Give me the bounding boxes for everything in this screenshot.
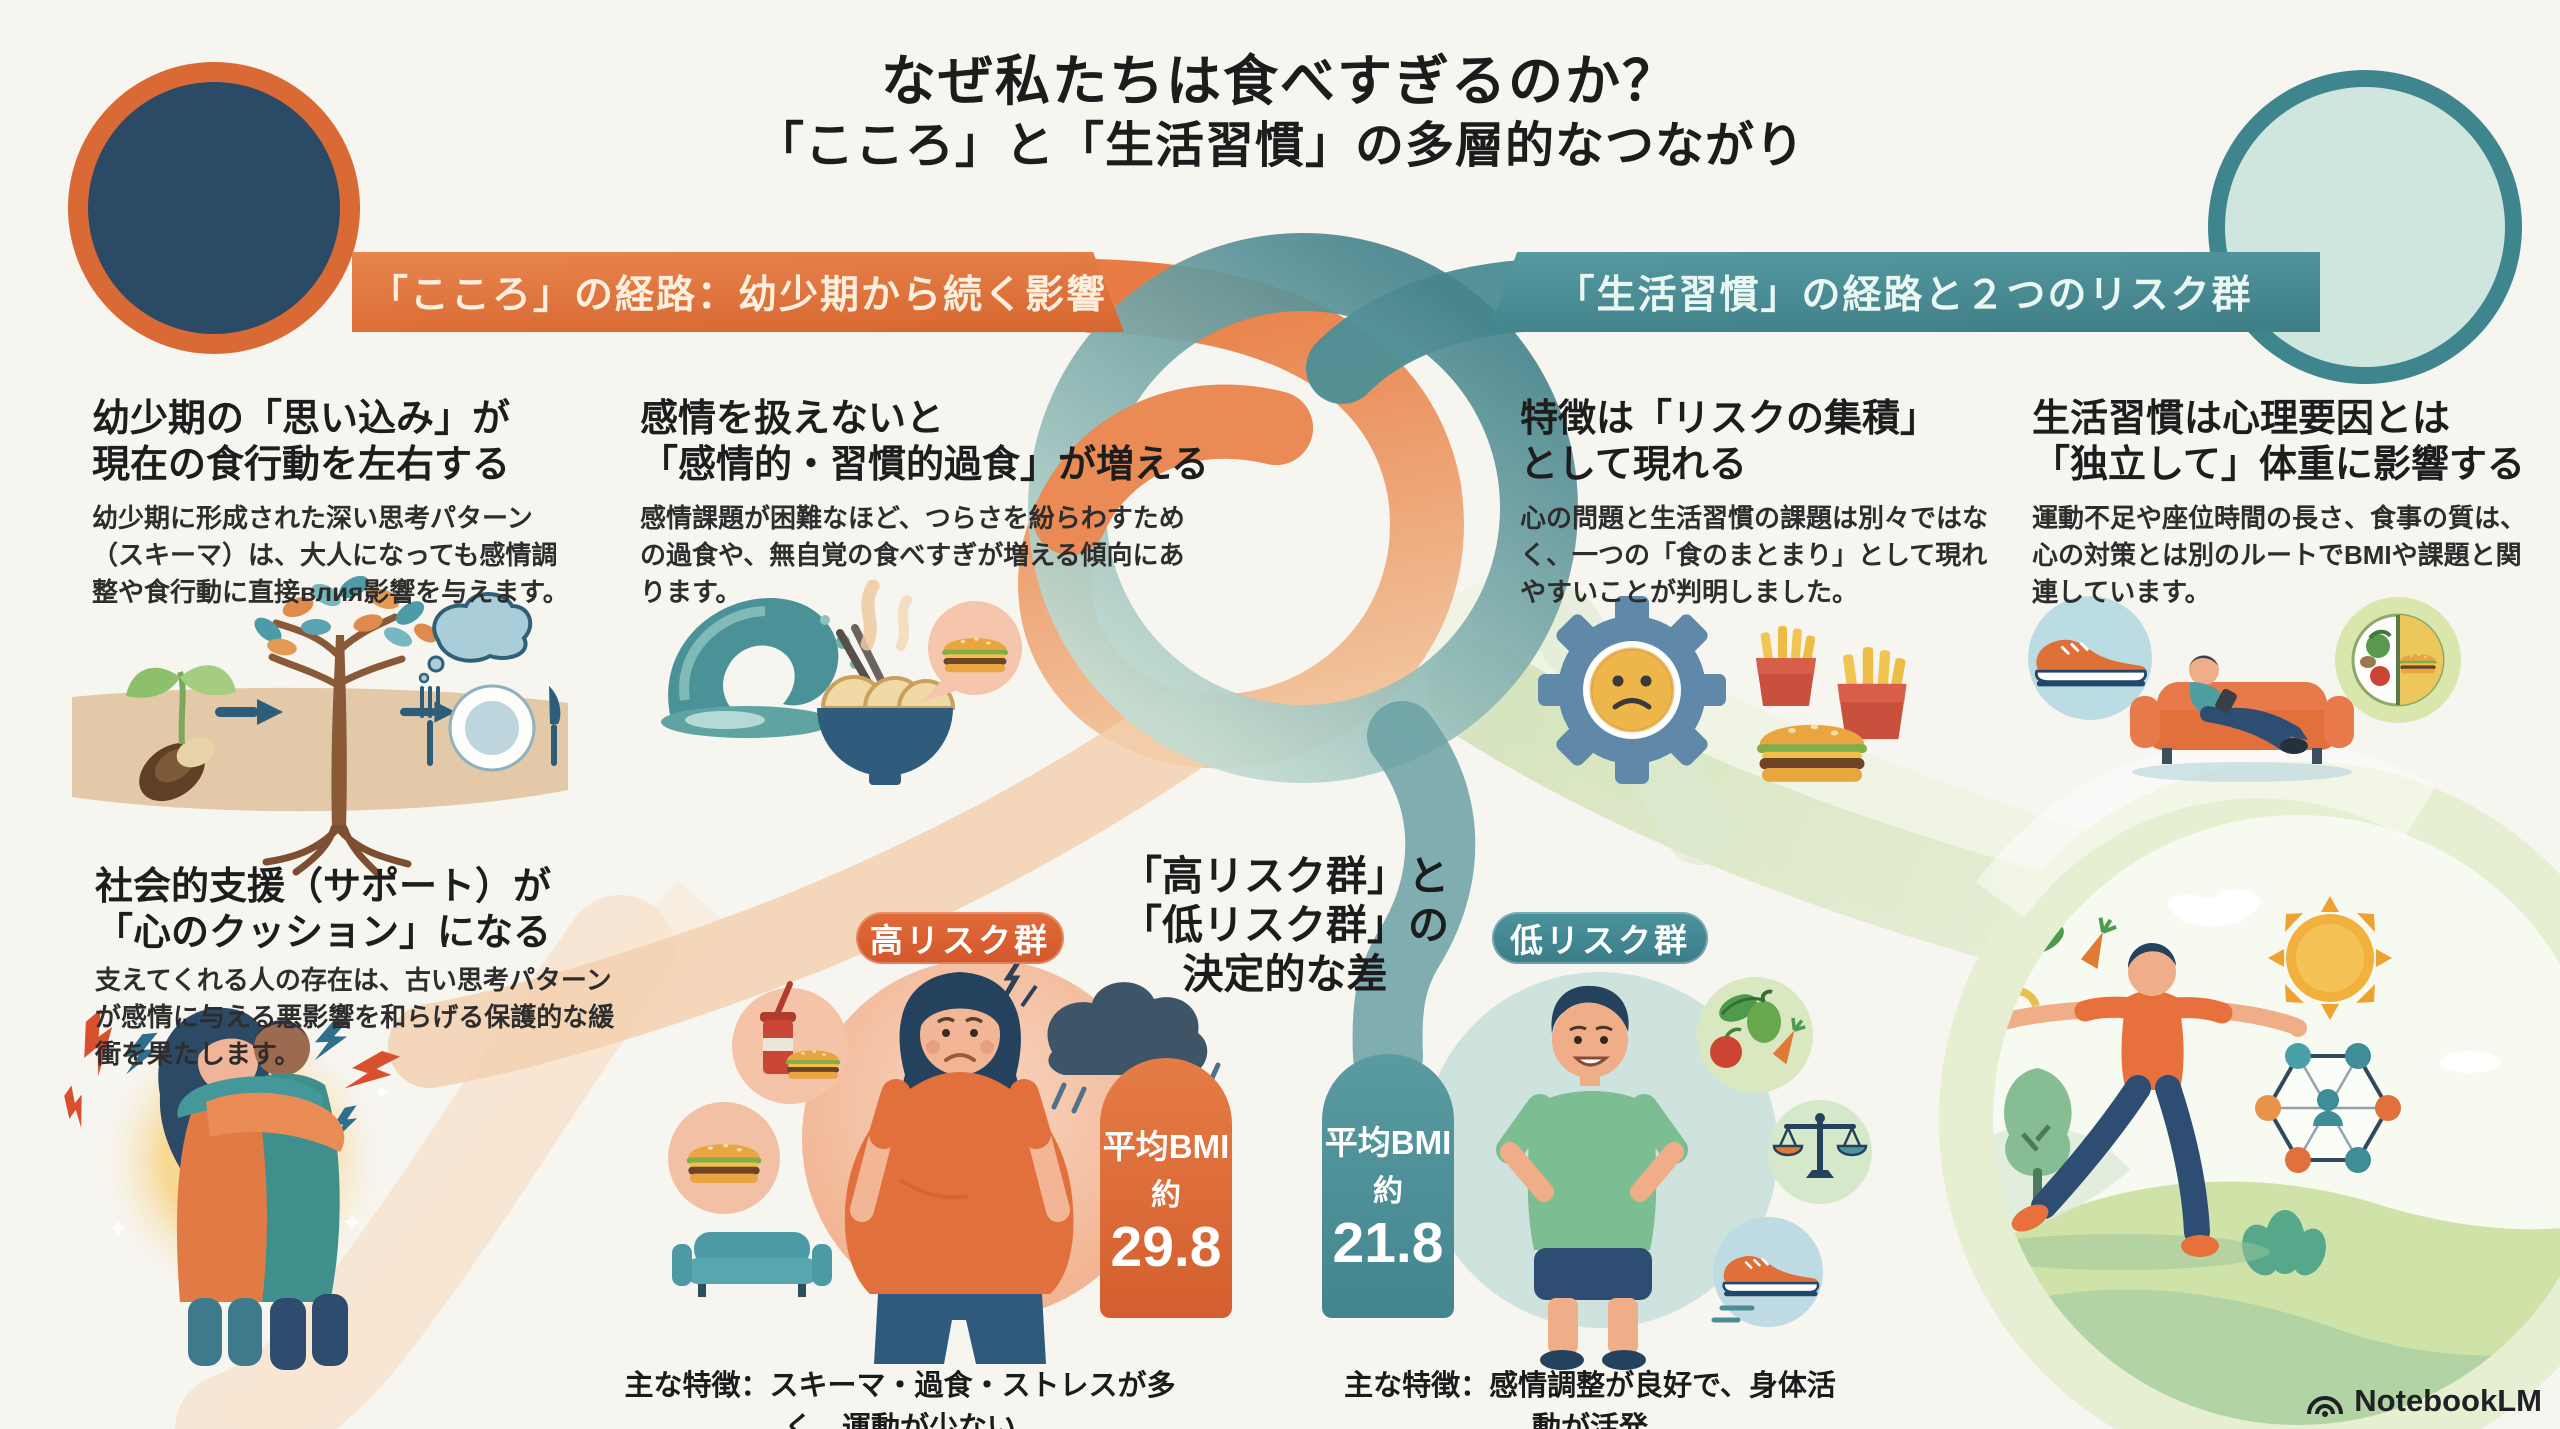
orange-ribbon-over <box>1033 384 1313 555</box>
tree-with-roots-icon <box>254 575 438 876</box>
burger-bubble-icon <box>922 601 1022 702</box>
hugging-couple <box>158 1007 348 1370</box>
burger-icon <box>1757 724 1867 782</box>
sun-icon <box>2268 896 2392 1020</box>
network-icon <box>2255 1043 2401 1173</box>
cloud-icon <box>2168 890 2500 1073</box>
seed-icon <box>126 665 236 802</box>
lifestyle-badge <box>2208 70 2522 384</box>
bush-icon <box>2242 1210 2326 1276</box>
support-heading: 社会的支援（サポート）が 「心のクッション」になる <box>95 866 552 955</box>
high-risk-badge: 高リスク群 <box>856 912 1064 964</box>
schema-body: 幼少期に形成された深い思考パターン（スキーマ）は、大人になっても感情調整や食行動… <box>92 503 569 607</box>
hug-scene <box>54 997 404 1370</box>
tai-chi-person <box>1970 942 2307 1270</box>
gear-fastfood-scene <box>1538 596 1907 784</box>
noodle-bowl-icon <box>817 579 956 785</box>
emotion-heading: 感情を扱えないと 「感情的・習慣的過食」が増える <box>640 398 1209 487</box>
schema-heading: 幼少期の「思い込み」が 現在の食行動を左右する <box>92 398 511 487</box>
active-lifestyle-scene <box>1939 738 2560 1429</box>
running-shoe-icon <box>1711 1217 1823 1327</box>
vegetables-icon <box>1697 977 1813 1093</box>
balance-scale-icon <box>1768 1100 1872 1204</box>
watermark-label: NotebookLM <box>2354 1383 2542 1418</box>
comparison-heading: 「高リスク群」と 「低リスク群」の 決定的な差 <box>1121 853 1449 998</box>
low-risk-scene <box>1496 977 1872 1370</box>
junkfood-drink-icon <box>732 981 848 1104</box>
bmi-label: 平均BMI <box>1324 1124 1452 1161</box>
high-risk-person <box>844 954 1074 1364</box>
gear-sad-face-icon <box>1538 596 1726 784</box>
high-risk-scene <box>668 954 1221 1364</box>
couch-person-icon <box>2130 655 2354 782</box>
healthy-plate-icon <box>2351 613 2445 707</box>
sedentary-scene <box>2028 596 2461 782</box>
couch-icon <box>672 1232 832 1297</box>
low-risk-bmi-column: 平均BMI 約 21.8 <box>1322 1054 1454 1318</box>
support-body: 支えてくれる人の存在は、古い思考パターンが感情に与える悪影響を和らげる保護的な緩… <box>95 965 615 1069</box>
bmi-approx: 約 <box>1151 1179 1181 1212</box>
high-risk-bmi-column: 平均BMI 約 29.8 <box>1100 1058 1232 1318</box>
mind-pathway-banner: 「こころ」の経路：幼少期から続く影響 <box>352 252 1124 332</box>
high-risk-caption: 主な特徴：スキーマ・過食・ストレスが多く、運動が少ない <box>624 1370 1176 1429</box>
brain-badge-inner <box>88 82 340 334</box>
burger-circle-icon <box>668 1102 780 1214</box>
low-risk-badge-label: 低リスク群 <box>1510 922 1690 959</box>
wave-overeating-scene <box>661 579 1022 785</box>
lifestyle-pathway-banner: 「生活習慣」の経路と２つのリスク群 <box>1488 252 2320 332</box>
independent-body: 運動不足や座位時間の長さ、食事の質は、心の対策とは別のルートでBMIや課題と関連… <box>2032 503 2527 607</box>
bmi-label: 平均BMI <box>1102 1128 1230 1165</box>
low-risk-caption: 主な特徴：感情調整が良好で、身体活動が活発 <box>1344 1370 1836 1429</box>
emotion-body: 感情課題が困難なほど、つらさを紛らわすための過食や、無自覚の食べすぎが増える傾向… <box>640 503 1185 607</box>
bmi-value: 29.8 <box>1110 1215 1222 1279</box>
lifestyle-banner-label: 「生活習慣」の経路と２つのリスク群 <box>1555 274 2253 317</box>
notebooklm-logo-icon <box>2307 1396 2344 1417</box>
low-risk-badge: 低リスク群 <box>1492 912 1708 964</box>
seed-to-tree-scene <box>72 575 568 876</box>
tree-icon <box>2004 1068 2072 1218</box>
mind-banner-label: 「こころ」の経路：幼少期から続く影響 <box>368 274 1107 317</box>
risk-body: 心の問題と生活習慣の課題は別々ではなく、一つの「食のまとまり」として現れやすいこ… <box>1520 503 1989 607</box>
notebooklm-watermark: NotebookLM <box>2305 1383 2542 1419</box>
thought-bubble-icon <box>418 592 533 684</box>
high-risk-badge-label: 高リスク群 <box>870 922 1050 959</box>
independent-heading: 生活習慣は心理要因とは 「独立して」体重に影響する <box>2032 398 2525 487</box>
plate-icon <box>420 684 561 772</box>
low-risk-person <box>1496 985 1688 1370</box>
fries-icon <box>1756 626 1816 706</box>
wave-icon <box>661 598 860 738</box>
brain-badge <box>68 62 360 354</box>
bmi-approx: 約 <box>1373 1175 1403 1208</box>
page-subtitle: 「こころ」と「生活習慣」の多層的なつながり <box>754 119 1805 173</box>
bmi-value: 21.8 <box>1332 1211 1444 1275</box>
risk-heading: 特徴は「リスクの集積」 として現れる <box>1520 398 1939 487</box>
fries-icon <box>1837 647 1907 740</box>
page-title: なぜ私たちは食べすぎるのか？ <box>880 50 1679 112</box>
